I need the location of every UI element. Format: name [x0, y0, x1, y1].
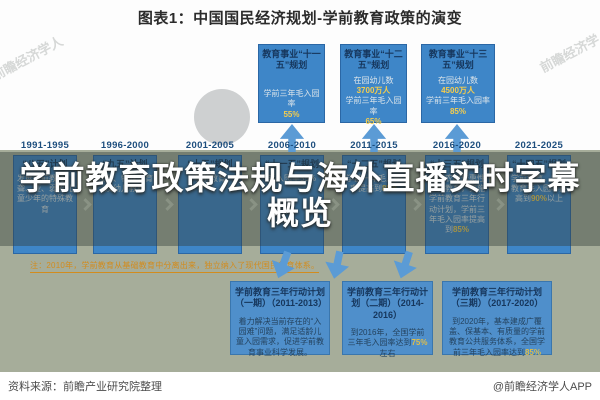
action-plan-body: 到2016年，全国学前三年毛入园率达到75%左右: [347, 327, 428, 358]
action-plan-box-phase2: 学前教育三年行动计划（二期）（2014-2016） 到2016年，全国学前三年毛…: [342, 281, 433, 358]
timeline-label: 1996-2000: [100, 140, 150, 151]
period-plan-body: 学前教育，学前教育毛入园率提高到90%以上: [511, 173, 567, 204]
action-plan-body: 着力解决当前存在的“入园难”问题，满足适龄儿童入园需求，促进学前教育事业科学发展…: [236, 316, 324, 357]
plan-box-value: 65%: [365, 117, 382, 127]
period-plan-body: 毛入园率55%: [267, 173, 316, 183]
up-arrow-icon: [279, 124, 305, 152]
period-box: “十四五”规划 学前教育，学前教育毛入园率提高到90%以上: [507, 155, 571, 254]
period-box: “十二五”规划 学前一年毛入园率提高到85%: [342, 155, 406, 254]
headline-line1: 学前教育政策法规与海外直播实时字幕: [19, 160, 581, 196]
note-text: 注：2010年，学前教育从基础教育中分离出来，独立纳入了现代国民教育体系。: [30, 260, 320, 273]
action-plan-box-phase1: 学前教育三年行动计划（一期）（2011-2013） 着力解决当前存在的“入园难”…: [230, 281, 330, 357]
plan-box-metric: 学前三年毛入园率: [263, 88, 320, 109]
period-plan-body: 学前一年毛入园率提高到85%: [346, 173, 402, 194]
period-box: “九五”计划 教育、特殊教育及幼儿教育: [93, 155, 157, 254]
period-box: “十三五”规划 加强农村普惠性学前教育，实施学前教育三年行动计划，学前三年毛入园…: [425, 155, 489, 254]
down-arrow-icon: [388, 248, 421, 283]
timeline-label: 2011-2015: [350, 140, 398, 151]
action-plan-body: 到2020年，基本建成广覆盖、保基本、有质量的学前教育公共服务体系，全国学前三年…: [449, 316, 545, 357]
plan-box-value: 55%: [283, 109, 300, 119]
up-arrow-icon: [444, 124, 470, 152]
period-plan-title: “九五”计划: [102, 159, 148, 169]
plan-box-value: 3700万人: [356, 85, 391, 95]
timeline-label: 2006-2010: [267, 140, 317, 151]
period-plan-body: 学前教育: [194, 173, 226, 183]
watermark-logo-icon: [194, 89, 250, 145]
watermark-text: 前瞻经济学人: [0, 33, 66, 84]
action-plan-title: 学前教育三年行动计划（三期）（2017-2020）: [450, 287, 544, 309]
plan-box-12th-fiveyear: 教育事业“十二五”规划 在园幼儿数 3700万人 学前三年毛入园率 65%: [340, 44, 407, 126]
period-plan-title: “十三五”规划: [429, 159, 484, 169]
period-box: “八五”计划 发展学前教育、聋、哑、弱智儿童少年的特殊教育: [13, 155, 77, 254]
period-plan-title: “十四五”规划: [511, 159, 566, 169]
period-plan-body: 发展学前教育、聋、哑、弱智儿童少年的特殊教育: [17, 173, 73, 214]
plan-box-metric: 在园幼儿数: [438, 75, 478, 85]
plan-box-metric: 学前三年毛入园率: [345, 96, 402, 116]
period-plan-title: “十二五”规划: [346, 159, 401, 169]
plan-box-title: 教育事业“十二五”规划: [344, 49, 403, 70]
timeline-label: 2001-2005: [185, 140, 235, 151]
plan-box-13th-fiveyear: 教育事业“十三五”规划 在园幼儿数 4500万人 学前三年毛入园率 85%: [421, 44, 495, 123]
period-box: “十一五”规划 毛入园率55%: [260, 155, 324, 254]
plan-box-metric: 学前三年毛入园率: [426, 96, 490, 106]
plan-box-metric: 在园幼儿数: [353, 75, 394, 85]
brand-handle: @前瞻经济学人APP: [492, 381, 592, 393]
period-plan-title: “十一五”规划: [264, 159, 319, 169]
timeline-label: 2021-2025: [514, 140, 564, 151]
action-plan-box-phase3: 学前教育三年行动计划（三期）（2017-2020） 到2020年，基本建成广覆盖…: [442, 281, 552, 357]
source-text: 资料来源：前瞻产业研究院整理: [8, 381, 162, 393]
period-plan-body: 教育、特殊教育及幼儿教育: [97, 173, 153, 194]
down-arrow-icon: [321, 249, 352, 282]
plan-box-title: 教育事业“十三五”规划: [428, 49, 488, 70]
down-arrow-icon: [266, 247, 300, 282]
period-plan-body: 加强农村普惠性学前教育，实施学前教育三年行动计划，学前三年毛入园率提高到85%: [429, 173, 485, 234]
action-plan-title: 学前教育三年行动计划（一期）（2011-2013）: [235, 287, 328, 309]
plan-box-value: 85%: [449, 106, 466, 116]
timeline-label: 2016-2020: [432, 140, 482, 151]
timeline-label: 1991-1995: [20, 140, 70, 151]
plan-box-value: 4500万人: [441, 85, 475, 95]
plan-box-title: 教育事业“十一五”规划: [262, 49, 321, 70]
watermark-text: 前瞻经济学人: [537, 25, 600, 76]
up-arrow-icon: [361, 124, 387, 152]
period-box: “十五”规划 学前教育: [178, 155, 242, 254]
headline-line2: 概览: [266, 195, 333, 232]
plan-box-11th-fiveyear: 教育事业“十一五”规划 学前三年毛入园率 55%: [258, 44, 325, 123]
headline-banner: 学前教育政策法规与海外直播实时字幕 概览: [0, 152, 600, 246]
action-plan-title: 学前教育三年行动计划（二期）（2014-2016）: [347, 287, 429, 320]
period-plan-title: “十五”规划: [187, 159, 233, 169]
footer: 资料来源：前瞻产业研究院整理 @前瞻经济学人APP: [0, 372, 600, 400]
page-title: 图表1：中国国民经济规划-学前教育政策的演变: [137, 10, 463, 27]
period-plan-title: “八五”计划: [22, 159, 68, 169]
